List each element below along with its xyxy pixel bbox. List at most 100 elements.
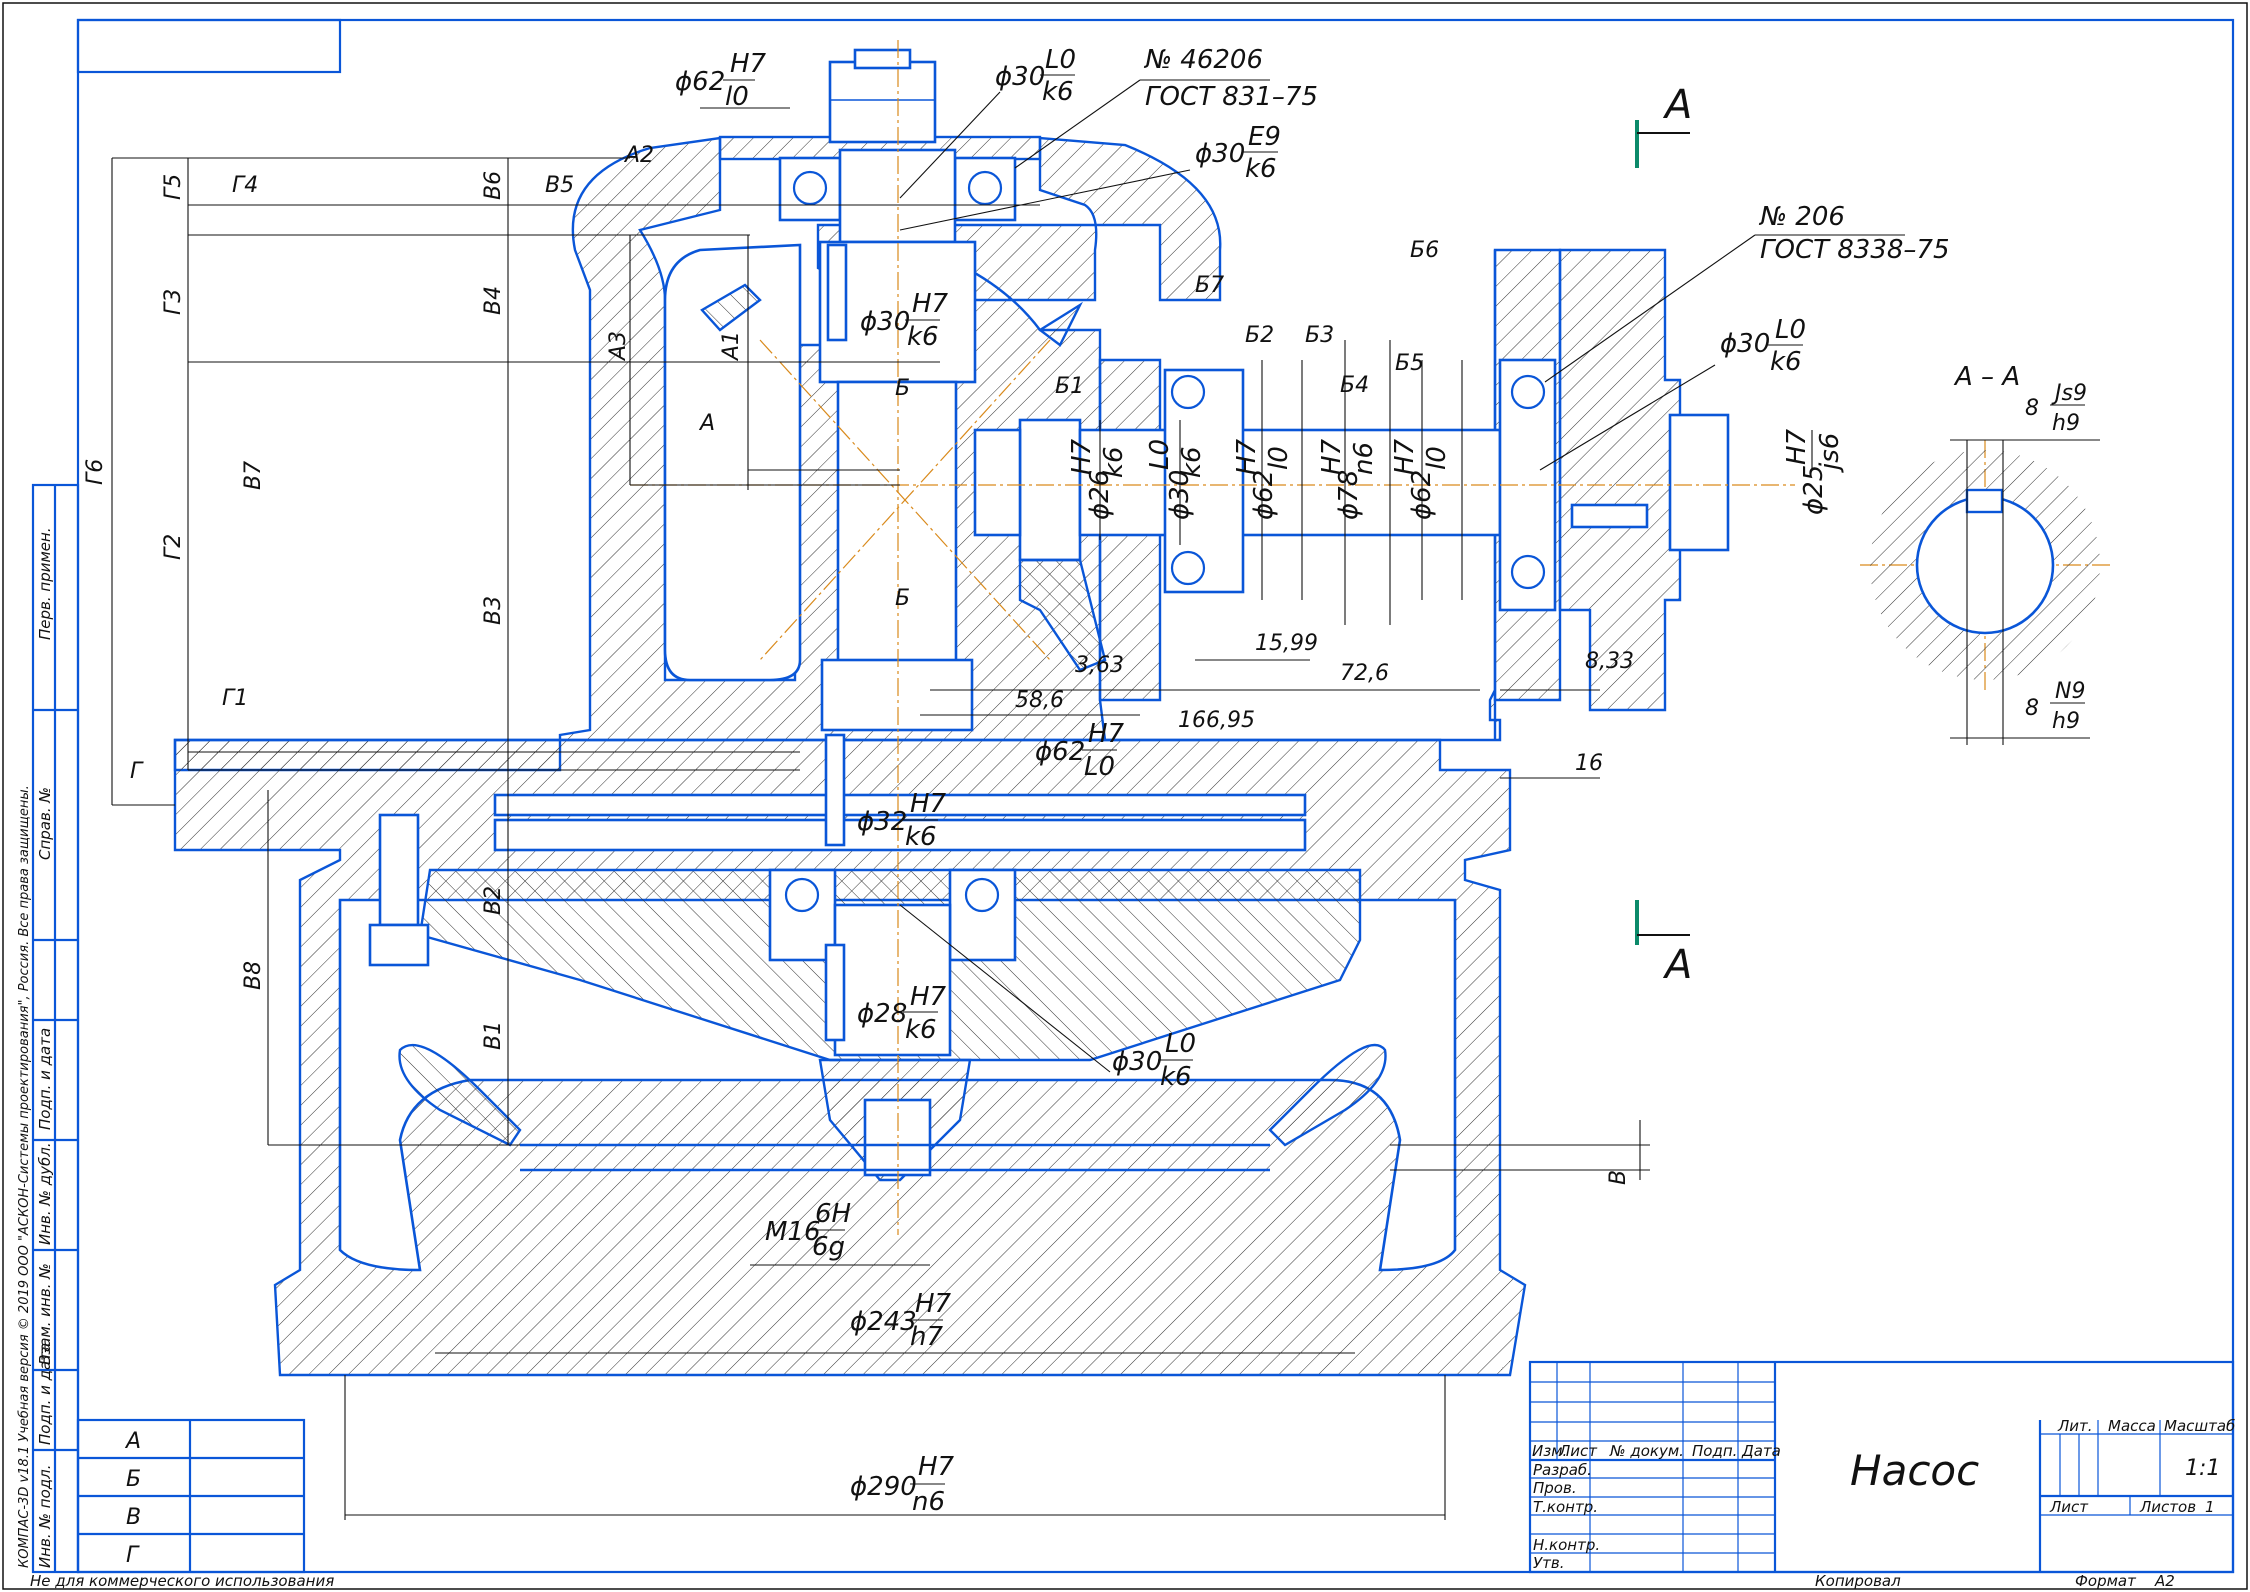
bearing-right-num: № 206 bbox=[1758, 202, 1845, 232]
svg-text:ϕ290: ϕ290 bbox=[850, 1472, 917, 1502]
key-mid bbox=[824, 733, 846, 847]
scale-value: 1:1 bbox=[2185, 1456, 2220, 1481]
svg-text:ϕ30: ϕ30 bbox=[995, 62, 1045, 92]
fit-annotations: ϕ62 H7 l0 ϕ30 L0 k6 ϕ30 E9 k6 ϕ30 H7 k6 … bbox=[344, 45, 1845, 1520]
mass-label: Масса bbox=[2108, 1417, 2156, 1435]
section-mark-top: А bbox=[1662, 82, 1692, 128]
copied-label: Копировал bbox=[1815, 1572, 1901, 1590]
horizontal-shaft-fits: ϕ26 H7 k6 ϕ30 L0 k6 ϕ62 H7 l0 ϕ78 H7 n6 … bbox=[1067, 340, 1463, 625]
pump-assembly bbox=[173, 48, 1730, 1377]
dimension-chains bbox=[111, 157, 1650, 1180]
svg-text:k6: k6 bbox=[905, 822, 937, 852]
key-fit-top-num: Js9 bbox=[2051, 381, 2087, 406]
svg-text:58,6: 58,6 bbox=[1015, 688, 1064, 713]
volute-lip-left bbox=[398, 1043, 522, 1147]
svg-text:H7: H7 bbox=[730, 49, 767, 79]
side-field-6: Подп. и дата bbox=[36, 1343, 54, 1445]
svg-text:Г3: Г3 bbox=[161, 289, 186, 315]
svg-text:Г: Г bbox=[130, 759, 144, 784]
format-value: A2 bbox=[2154, 1572, 2175, 1590]
side-field-4: Инв. № дубл. bbox=[36, 1142, 54, 1245]
svg-text:ϕ30: ϕ30 bbox=[1720, 329, 1770, 359]
side-field-5: Взам. инв. № bbox=[36, 1263, 54, 1365]
key-low bbox=[824, 943, 846, 1042]
bevel-pinion-hub bbox=[1018, 418, 1082, 562]
right-end-nut bbox=[1668, 413, 1730, 552]
svg-text:Б: Б bbox=[895, 586, 910, 611]
svg-text:Б4: Б4 bbox=[1340, 373, 1369, 398]
svg-text:L0: L0 bbox=[1165, 1029, 1196, 1059]
svg-text:В: В bbox=[1606, 1170, 1631, 1185]
svg-text:Г6: Г6 bbox=[83, 459, 108, 485]
svg-text:E9: E9 bbox=[1248, 122, 1281, 152]
key-fit-top-den: h9 bbox=[2052, 411, 2080, 436]
side-field-1: Перв. примен. bbox=[36, 527, 54, 640]
linear-dims: 3,63 58,6 15,99 166,95 72,6 8,33 16 bbox=[920, 631, 1634, 779]
svg-text:L0: L0 bbox=[1045, 45, 1076, 75]
side-field-7: Инв. № подл. bbox=[36, 1465, 54, 1568]
key-fit-bot-d: 8 bbox=[2025, 696, 2039, 721]
row-utv: Утв. bbox=[1533, 1554, 1565, 1572]
svg-text:k6: k6 bbox=[1042, 77, 1074, 107]
col-date: Дата bbox=[1741, 1442, 1781, 1460]
bevel-pinion bbox=[1018, 558, 1107, 672]
svg-text:Б2: Б2 bbox=[1245, 323, 1274, 348]
svg-text:8,33: 8,33 bbox=[1585, 649, 1634, 674]
scale-label: Масштаб bbox=[2164, 1417, 2235, 1435]
top-nut-head bbox=[853, 48, 912, 70]
svg-text:H7: H7 bbox=[1067, 438, 1097, 475]
svg-text:ϕ30: ϕ30 bbox=[860, 307, 910, 337]
svg-text:n6: n6 bbox=[1349, 442, 1379, 475]
svg-text:L0: L0 bbox=[1145, 439, 1175, 470]
svg-text:В5: В5 bbox=[545, 173, 574, 198]
sheet-label: Лист bbox=[2049, 1498, 2089, 1516]
col-sign: Подп. bbox=[1692, 1442, 1737, 1460]
horizontal-shaft bbox=[1078, 428, 1502, 537]
svg-text:H7: H7 bbox=[910, 982, 947, 1012]
shaft-collar bbox=[820, 658, 974, 732]
section-title: А – А bbox=[1953, 362, 2020, 392]
svg-text:k6: k6 bbox=[905, 1015, 937, 1045]
svg-text:А: А bbox=[698, 411, 715, 436]
drawing-title: Насос bbox=[1850, 1446, 1979, 1495]
key-fit-bot-num: N9 bbox=[2055, 679, 2085, 704]
svg-text:k6: k6 bbox=[1177, 446, 1207, 478]
svg-text:Б1: Б1 bbox=[1055, 374, 1084, 399]
svg-text:ϕ30: ϕ30 bbox=[1195, 139, 1245, 169]
bolt-head bbox=[368, 923, 430, 967]
svg-text:Б: Б bbox=[895, 376, 910, 401]
legend-g: Г bbox=[126, 1543, 140, 1568]
svg-text:72,6: 72,6 bbox=[1340, 661, 1389, 686]
legend-v: В bbox=[126, 1505, 141, 1530]
bearing-top-gost: ГОСТ 831–75 bbox=[1145, 82, 1318, 112]
svg-text:L0: L0 bbox=[1084, 752, 1115, 782]
legend-a: А bbox=[124, 1429, 141, 1454]
svg-text:H7: H7 bbox=[912, 289, 949, 319]
impeller-seal-top bbox=[493, 793, 1307, 817]
svg-text:H7: H7 bbox=[1088, 719, 1125, 749]
key-fit-top-d: 8 bbox=[2025, 396, 2039, 421]
svg-text:k6: k6 bbox=[1099, 446, 1129, 478]
col-izm: Изм. bbox=[1532, 1442, 1567, 1460]
svg-text:Б6: Б6 bbox=[1410, 238, 1439, 263]
svg-text:ϕ32: ϕ32 bbox=[857, 807, 907, 837]
svg-text:В7: В7 bbox=[241, 461, 266, 490]
svg-text:ϕ28: ϕ28 bbox=[857, 999, 907, 1029]
svg-text:k6: k6 bbox=[1245, 154, 1277, 184]
svg-text:В3: В3 bbox=[481, 596, 506, 625]
svg-text:H7: H7 bbox=[915, 1289, 952, 1319]
svg-text:H7: H7 bbox=[1232, 438, 1262, 475]
svg-text:h7: h7 bbox=[910, 1322, 943, 1352]
col-list: Лист bbox=[1558, 1442, 1598, 1460]
top-nut bbox=[828, 60, 937, 144]
right-pulley bbox=[1558, 248, 1682, 712]
top-left-box bbox=[76, 18, 342, 74]
svg-text:ϕ243: ϕ243 bbox=[850, 1307, 917, 1337]
svg-text:ϕ62: ϕ62 bbox=[1249, 470, 1279, 520]
svg-text:l0: l0 bbox=[1422, 446, 1452, 470]
pinion-nut bbox=[973, 428, 1022, 537]
col-doc: № докум. bbox=[1609, 1442, 1684, 1460]
svg-text:Г4: Г4 bbox=[232, 173, 258, 198]
svg-text:js6: js6 bbox=[1815, 433, 1845, 473]
